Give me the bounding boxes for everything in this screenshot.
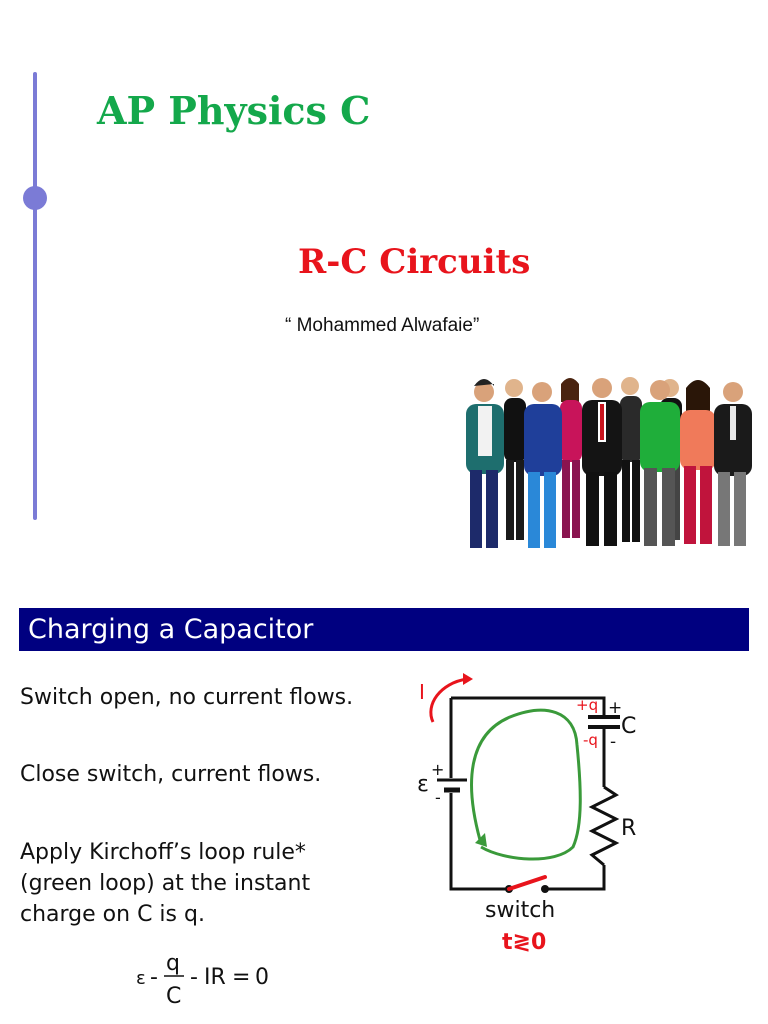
switch-label: switch xyxy=(485,898,555,923)
person-back-2 xyxy=(560,378,582,538)
kirchhoff-loop xyxy=(470,708,582,861)
people-group-icon xyxy=(466,377,752,548)
step-loop-rule-line-1: Apply Kirchoff’s loop rule* xyxy=(20,840,306,865)
eq-numerator: q xyxy=(166,951,180,976)
step-loop-rule: Apply Kirchoff’s loop rule* (green loop)… xyxy=(20,837,310,930)
plus-q-label: +q xyxy=(576,696,598,714)
current-arrowhead xyxy=(463,673,473,685)
emf-minus-sign: - xyxy=(435,788,441,807)
person-back-3 xyxy=(620,377,642,542)
person-front-green-shirt xyxy=(640,380,680,546)
wire-bottom-left xyxy=(449,793,509,891)
emf-label: ε xyxy=(417,772,429,797)
timeline-line xyxy=(33,72,37,520)
eq-emf: ε xyxy=(136,968,146,989)
capacitor-label: C xyxy=(621,714,636,739)
wire-top xyxy=(451,696,606,705)
person-front-teal-jacket xyxy=(466,379,504,548)
step-close-switch: Close switch, current flows. xyxy=(20,762,322,787)
resistor-label: R xyxy=(621,816,636,841)
person-front-right-suit xyxy=(714,382,752,546)
eq-zero: 0 xyxy=(255,965,269,990)
time-label: t≷0 xyxy=(502,930,546,955)
timeline-dot xyxy=(23,186,47,210)
person-front-blue-jacket xyxy=(524,382,562,548)
current-arrow xyxy=(429,677,468,723)
step-loop-rule-line-2: (green loop) at the instant xyxy=(20,871,311,896)
section-banner: Charging a Capacitor xyxy=(19,608,749,651)
current-label: I xyxy=(419,680,425,704)
minus-q-label: -q xyxy=(583,731,598,749)
kirchhoff-equation: ε - q C - IR = 0 xyxy=(136,951,269,1009)
step-loop-rule-line-3: charge on C is q. xyxy=(20,902,205,927)
emf-plus-sign: + xyxy=(431,760,444,779)
loop-arrowhead xyxy=(475,833,487,847)
wire-right-lower xyxy=(545,865,606,891)
eq-ir: IR xyxy=(204,965,226,990)
cap-plus-sign: + xyxy=(608,698,622,718)
eq-denominator: C xyxy=(166,984,181,1009)
person-front-orange-top xyxy=(680,380,716,544)
eq-minus-1: - xyxy=(150,965,158,990)
topic-title: R-C Circuits xyxy=(298,242,531,282)
step-switch-open: Switch open, no current flows. xyxy=(20,685,354,710)
person-back-1 xyxy=(504,379,526,540)
switch-contact-right xyxy=(541,885,549,893)
eq-equals: = xyxy=(232,965,250,990)
switch-lever xyxy=(507,875,547,891)
rc-circuit-diagram: I +q -q + - C ε + - R switch t≷0 xyxy=(417,673,636,955)
person-front-black-suit xyxy=(582,378,622,546)
eq-minus-2: - xyxy=(190,965,198,990)
course-title: AP Physics C xyxy=(97,88,371,133)
cap-minus-sign: - xyxy=(610,732,616,752)
author-name: “ Mohammed Alwafaie” xyxy=(285,315,480,336)
resistor-zigzag xyxy=(588,785,620,867)
